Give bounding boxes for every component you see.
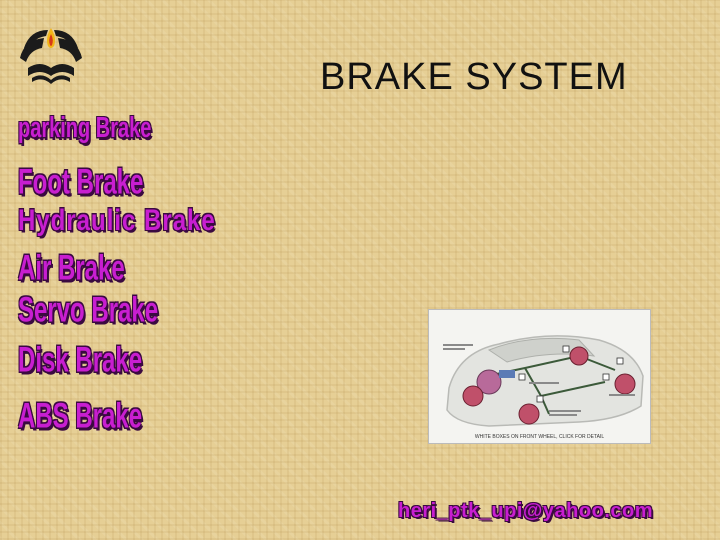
university-logo-icon xyxy=(14,18,88,92)
brake-item-foot: Foot Brake xyxy=(18,163,144,203)
car-brake-diagram-image: WHITE BOXES ON FRONT WHEEL, CLICK FOR DE… xyxy=(428,309,651,444)
slide-title: BRAKE SYSTEM xyxy=(320,56,628,98)
brake-item-abs: ABS Brake xyxy=(18,397,143,437)
brake-item-servo: Servo Brake xyxy=(18,291,159,331)
brake-item-disk: Disk Brake xyxy=(18,341,143,381)
author-email[interactable]: heri_ptk_upi@yahoo.com xyxy=(398,500,653,522)
brake-item-parking: parking Brake xyxy=(18,112,152,145)
brake-item-hydraulic: Hydraulic Brake xyxy=(18,203,216,238)
brake-item-air: Air Brake xyxy=(18,249,125,289)
image-caption: WHITE BOXES ON FRONT WHEEL, CLICK FOR DE… xyxy=(474,434,605,440)
